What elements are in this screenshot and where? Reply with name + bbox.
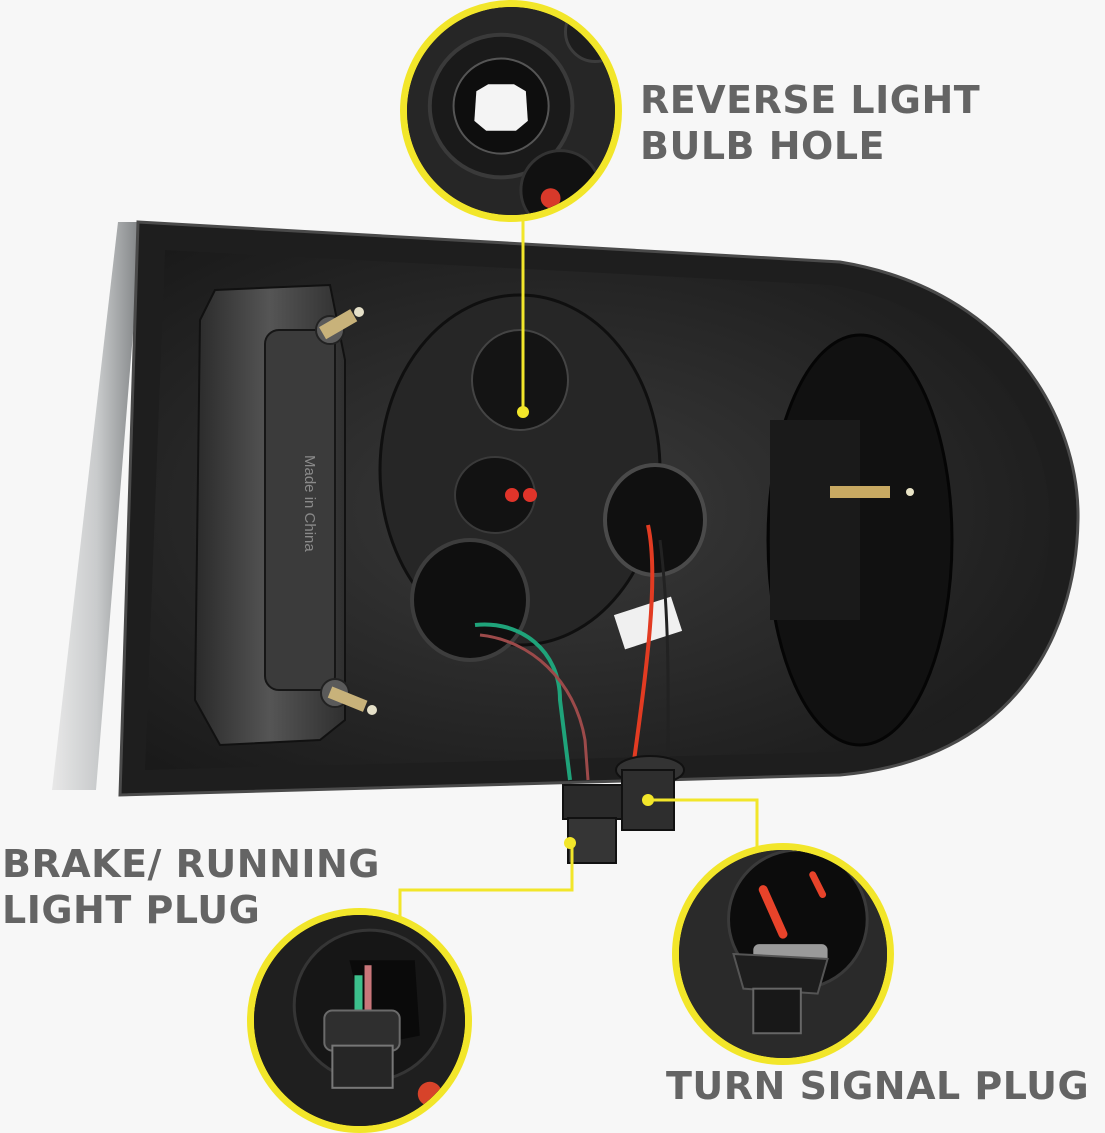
callout-dot-turn bbox=[642, 794, 654, 806]
label-reverse-light-bulb-hole: REVERSE LIGHT BULB HOLE bbox=[640, 78, 981, 168]
label-turn-signal-plug: TURN SIGNAL PLUG bbox=[666, 1064, 1090, 1108]
mounting-stud-top bbox=[315, 307, 364, 345]
callout-dot-brake bbox=[564, 837, 576, 849]
label-brake-running-light-plug: BRAKE/ RUNNING LIGHT PLUG bbox=[2, 842, 381, 932]
inset-brake-running-plug bbox=[247, 908, 472, 1133]
callout-line-brake bbox=[398, 842, 574, 935]
callout-line-turn bbox=[648, 798, 759, 848]
callout-dot-reverse bbox=[517, 406, 529, 418]
inset-turn-signal-plug bbox=[672, 843, 894, 1065]
mounting-stud-bottom bbox=[320, 678, 377, 715]
inset-reverse-bulb-hole bbox=[400, 0, 622, 222]
lens-edge bbox=[52, 222, 142, 790]
brake-running-connector bbox=[562, 784, 624, 864]
